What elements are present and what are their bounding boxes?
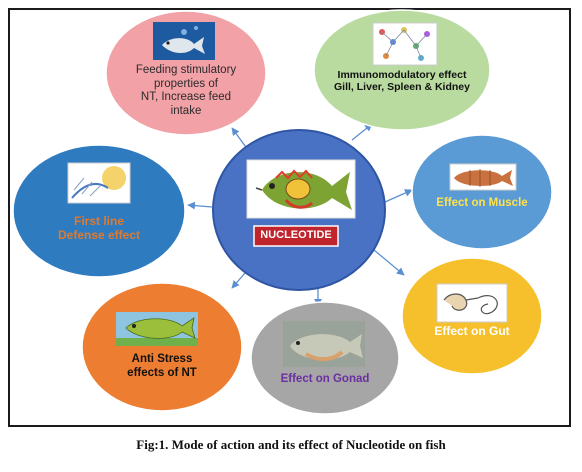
label-line: Effect on Gut bbox=[434, 324, 510, 338]
node-immuno-circle bbox=[313, 9, 491, 131]
immuno-image bbox=[372, 22, 438, 66]
node-gonad-label: Effect on Gonad bbox=[262, 373, 388, 387]
node-muscle-circle bbox=[411, 134, 553, 250]
label-line: Anti Stress bbox=[131, 353, 193, 365]
arrow-to-defense bbox=[187, 201, 213, 210]
defense-image bbox=[67, 162, 131, 204]
node-feeding-circle bbox=[105, 10, 267, 136]
label-line: effects of NT bbox=[127, 366, 197, 379]
muscle-image bbox=[449, 163, 517, 191]
label-line: First line bbox=[73, 214, 124, 228]
gut-image bbox=[436, 283, 508, 323]
center-label-bg bbox=[253, 225, 339, 247]
arrow-to-muscle bbox=[384, 189, 413, 203]
label-line: properties of bbox=[154, 77, 218, 90]
label-line: Gill, Liver, Spleen & Kidney bbox=[334, 81, 470, 94]
arrow-to-immuno bbox=[351, 123, 373, 141]
label-line: NT, Increase feed bbox=[140, 91, 232, 104]
arrow-to-gut bbox=[373, 249, 405, 276]
stress-image bbox=[116, 312, 198, 346]
label-line: Feeding stimulatory bbox=[135, 64, 237, 76]
label-line: Defense effect bbox=[57, 228, 141, 243]
gonad-image bbox=[283, 321, 365, 367]
center-label: NUCLEOTIDE bbox=[260, 229, 332, 241]
label-line: intake bbox=[170, 104, 202, 117]
node-stress-circle bbox=[81, 282, 243, 412]
node-muscle-label: Effect on Muscle bbox=[424, 197, 540, 211]
node-gut-label: Effect on Gut bbox=[420, 324, 524, 338]
figure-caption: Fig:1. Mode of action and its effect of … bbox=[136, 437, 446, 452]
feeding-image bbox=[153, 22, 215, 60]
center-fish-image bbox=[246, 159, 356, 219]
label-line: Immunomodulatory effect bbox=[337, 69, 467, 81]
node-defense-circle bbox=[12, 144, 186, 278]
label-line: Effect on Muscle bbox=[436, 197, 528, 209]
label-line: Effect on Gonad bbox=[280, 373, 370, 385]
